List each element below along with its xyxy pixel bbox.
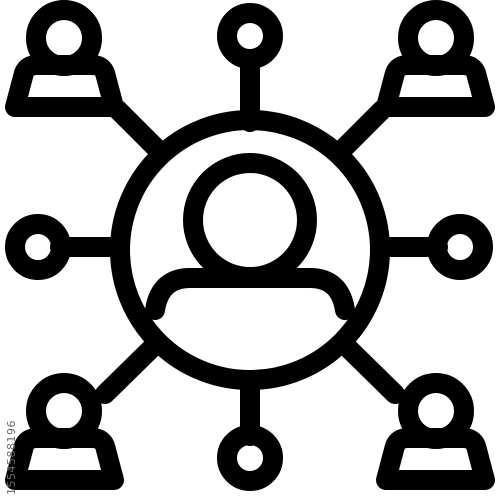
central-person-head: [183, 153, 317, 287]
person-icon-bottom-right: [376, 373, 495, 490]
person-icon-top-right: [376, 0, 495, 117]
connector-top-right: [330, 100, 392, 162]
network-nodes: [5, 3, 493, 491]
watermark-id-text: 1554588196: [5, 420, 18, 495]
central-person-shoulders: [145, 268, 355, 320]
node-circle-right: [427, 214, 493, 280]
node-circle-left: [5, 214, 71, 280]
person-icon-bottom-left: [5, 373, 124, 490]
node-circle-top: [217, 3, 283, 69]
central-person-icon: [110, 110, 390, 390]
hub-circle: [110, 110, 390, 390]
connector-bottom-right: [332, 332, 405, 404]
node-circle-bottom: [217, 425, 283, 491]
person-icon-top-left: [5, 0, 124, 117]
connector-bottom-left: [95, 332, 168, 404]
connector-top-left: [108, 100, 170, 162]
